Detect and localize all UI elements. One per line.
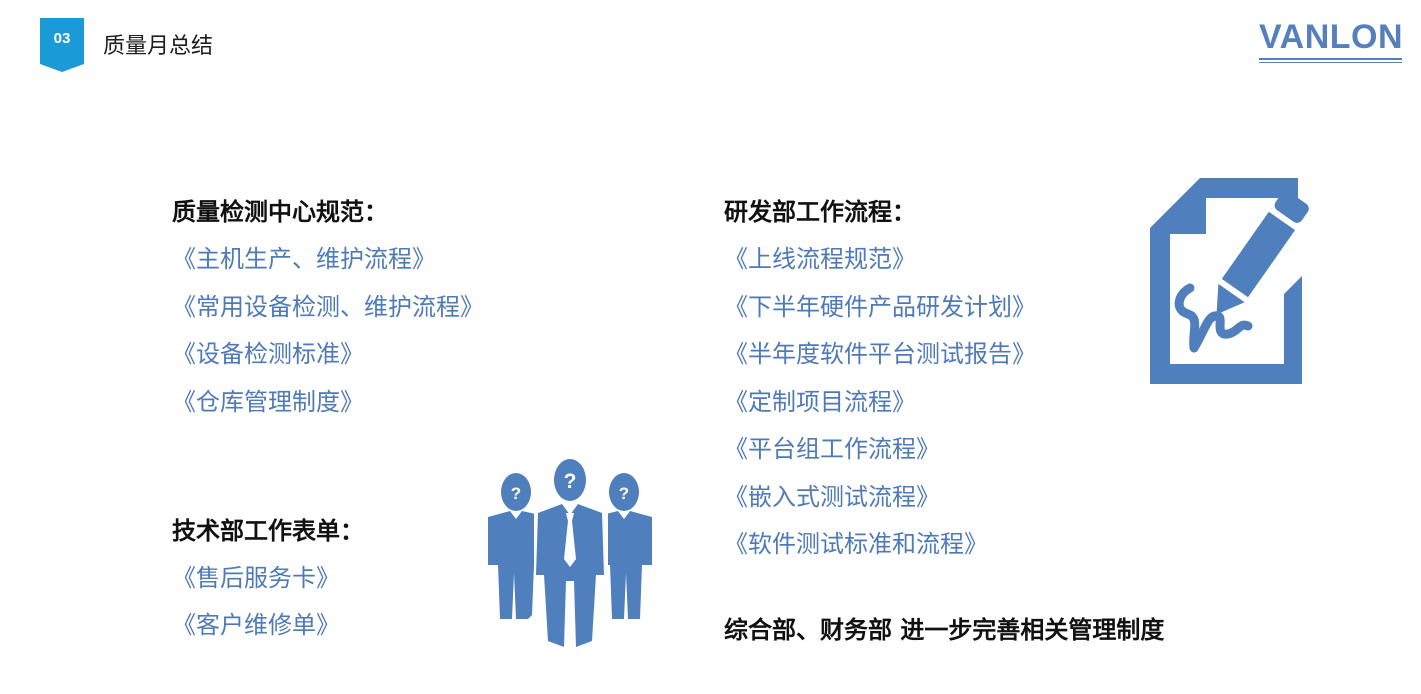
rd-department-item: 《上线流程规范》 — [724, 245, 916, 273]
quality-center-section: 质量检测中心规范： 《主机生产、维护流程》 《常用设备检测、维护流程》 《设备检… — [172, 196, 484, 426]
rd-department-heading: 研发部工作流程： — [724, 198, 916, 226]
general-finance-text: 综合部、财务部 进一步完善相关管理制度 — [724, 616, 1165, 644]
rd-department-item: 《平台组工作流程》 — [724, 435, 940, 463]
svg-text:?: ? — [564, 470, 577, 493]
quality-center-item: 《仓库管理制度》 — [172, 387, 364, 416]
svg-text:?: ? — [511, 484, 521, 503]
general-finance-note: 综合部、财务部 进一步完善相关管理制度 — [724, 614, 1164, 646]
svg-text:?: ? — [619, 484, 629, 503]
quality-center-item: 《主机生产、维护流程》 — [172, 245, 436, 273]
quality-center-heading: 质量检测中心规范： — [172, 198, 388, 226]
badge-number: 03 — [53, 30, 71, 47]
quality-center-item: 《设备检测标准》 — [172, 340, 364, 368]
people-question-icon: ? ? ? — [488, 457, 652, 649]
logo-underline — [1259, 58, 1402, 60]
logo-underline-thin — [1259, 62, 1402, 63]
rd-department-item: 《定制项目流程》 — [724, 387, 916, 416]
tech-department-section: 技术部工作表单： 《售后服务卡》 《客户维修单》 — [172, 515, 364, 649]
rd-department-item: 《半年度软件平台测试报告》 — [724, 340, 1036, 368]
logo-text: VANLON — [1259, 18, 1404, 56]
badge-shape — [40, 18, 84, 72]
quality-center-item: 《常用设备检测、维护流程》 — [172, 292, 484, 321]
section-number-badge: 03 — [40, 18, 84, 72]
tech-department-heading: 技术部工作表单： — [172, 517, 364, 545]
tech-department-item: 《客户维修单》 — [172, 611, 340, 639]
rd-department-item: 《嵌入式测试流程》 — [724, 482, 940, 511]
brand-logo: VANLON — [1259, 18, 1404, 63]
document-signature-icon — [1150, 178, 1309, 384]
rd-department-item: 《软件测试标准和流程》 — [724, 530, 988, 558]
section-title: 质量月总结 — [103, 34, 214, 59]
rd-department-section: 研发部工作流程： 《上线流程规范》 《下半年硬件产品研发计划》 《半年度软件平台… — [724, 196, 1036, 569]
rd-department-item: 《下半年硬件产品研发计划》 — [724, 292, 1036, 321]
tech-department-item: 《售后服务卡》 — [172, 564, 340, 592]
